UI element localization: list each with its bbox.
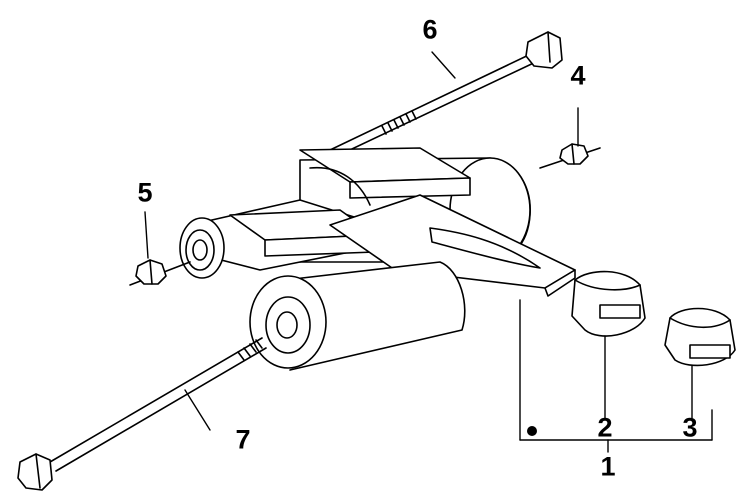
callout-3: 3 xyxy=(682,412,698,443)
leader-lines xyxy=(144,51,713,453)
callout-1: 1 xyxy=(600,451,616,482)
callout-5: 5 xyxy=(137,177,153,208)
bracket-upper-arm xyxy=(299,147,471,206)
callout-2: 2 xyxy=(597,412,613,443)
nut-5 xyxy=(129,259,191,286)
pivot-eye-left xyxy=(179,217,225,279)
bushing-2 xyxy=(571,270,646,337)
bracket-lower-arm xyxy=(189,199,376,271)
callout-7: 7 xyxy=(235,424,251,455)
callout-6: 6 xyxy=(422,14,438,45)
bracket-fork-tongue xyxy=(329,194,576,297)
reference-dot xyxy=(527,426,537,436)
bushing-3 xyxy=(664,307,736,367)
bolt-6 xyxy=(329,31,563,158)
callout-4: 4 xyxy=(570,60,586,91)
nut-4 xyxy=(539,143,601,169)
front-bushing-cylinder xyxy=(249,261,466,371)
bolt-7 xyxy=(17,337,267,491)
